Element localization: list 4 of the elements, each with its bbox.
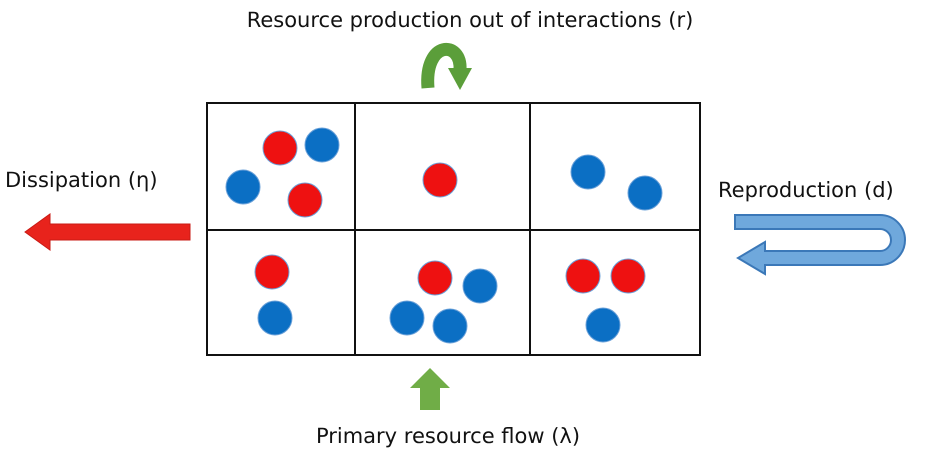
annotation-text: Dissipation (η) [5, 168, 158, 192]
annotation-text: Reproduction (d) [718, 178, 894, 202]
annotation-text: Resource production out of interactions (r) [246, 8, 694, 32]
annotation-text: Primary resource flow (λ) [316, 424, 580, 448]
